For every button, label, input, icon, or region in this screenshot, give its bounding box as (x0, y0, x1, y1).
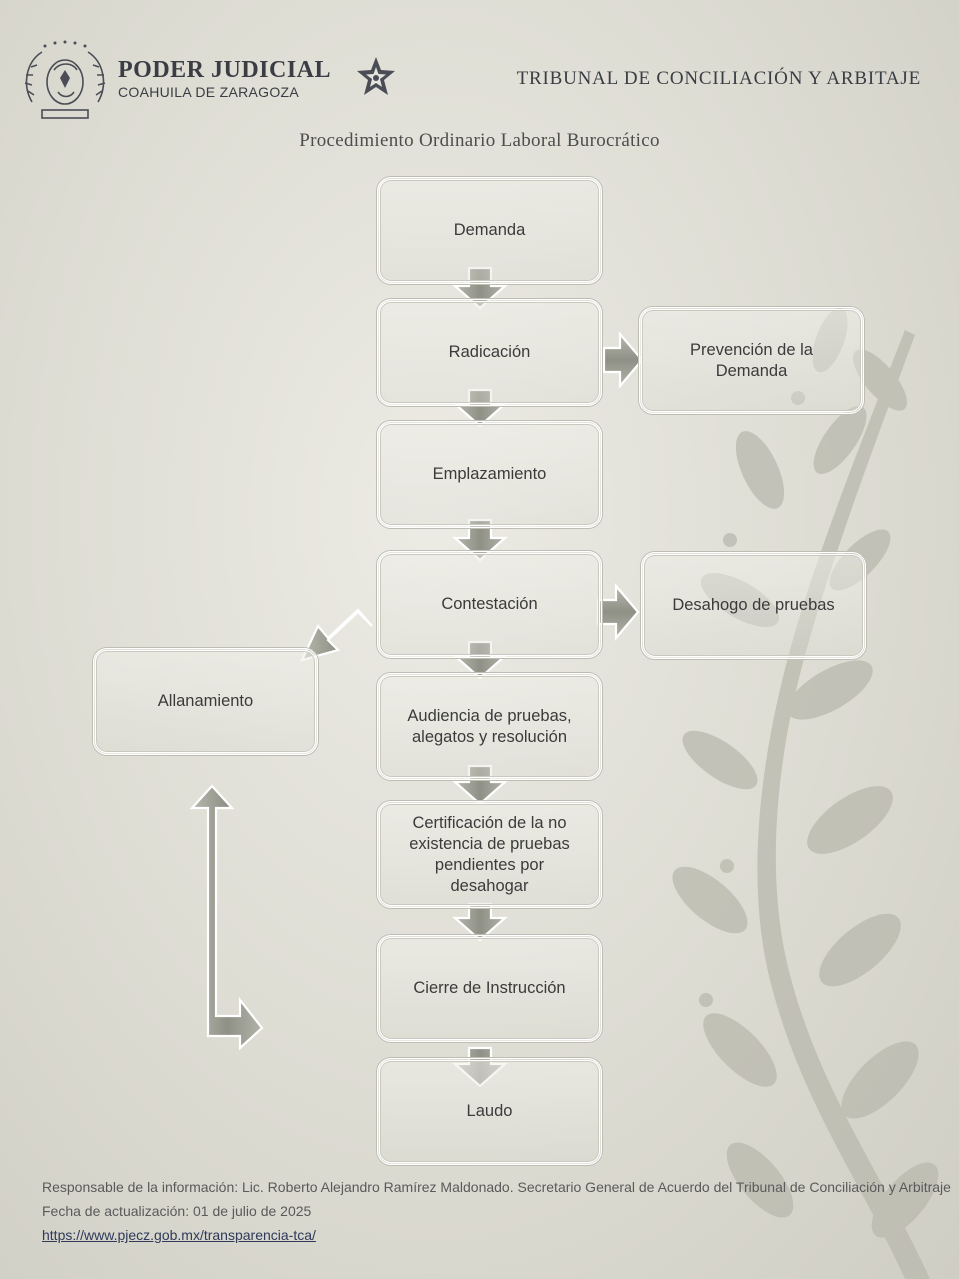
step-laudo: Laudo (377, 1058, 602, 1165)
footer-url-link[interactable]: https://www.pjecz.gob.mx/transparencia-t… (42, 1227, 316, 1243)
arrow-contestacion-desahogo (596, 582, 640, 642)
step-audiencia: Audiencia de pruebas, alegatos y resoluc… (377, 673, 602, 780)
step-prevencion: Prevención de la Demanda (639, 307, 864, 414)
step-radicacion: Radicación (377, 299, 602, 406)
step-certificacion-label: Certificación de la no existencia de pru… (409, 813, 570, 895)
step-desahogo-label: Desahogo de pruebas (672, 596, 835, 614)
step-cierre-instruccion-label: Cierre de Instrucción (413, 979, 566, 997)
arrow-allanamiento-cierre (189, 784, 264, 1051)
step-desahogo: Desahogo de pruebas (641, 552, 866, 659)
step-demanda: Demanda (377, 177, 602, 284)
coat-of-arms-seal-icon (24, 40, 106, 119)
brand-subtitle: COAHUILA DE ZARAGOZA (118, 84, 300, 100)
step-emplazamiento: Emplazamiento (377, 421, 602, 528)
step-allanamiento-label: Allanamiento (157, 692, 254, 710)
step-audiencia-label: Audiencia de pruebas, alegatos y resoluc… (407, 706, 572, 746)
brand-title: PODER JUDICIAL (118, 57, 332, 83)
footer-fecha: Fecha de actualización: 01 de julio de 2… (42, 1203, 312, 1219)
step-allanamiento: Allanamiento (93, 648, 318, 755)
arrow-radicacion-prevencion (602, 330, 644, 390)
document-title: Procedimiento Ordinario Laboral Burocrát… (299, 130, 660, 151)
tribunal-name: TRIBUNAL DE CONCILIACIÓN Y ARBITAJE (516, 68, 921, 89)
step-contestacion-label: Contestación (441, 595, 538, 613)
step-laudo-label: Laudo (466, 1102, 513, 1120)
step-contestacion: Contestación (377, 551, 602, 658)
step-demanda-label: Demanda (453, 221, 526, 239)
step-radicacion-label: Radicación (448, 343, 531, 361)
star-emblem-icon (357, 57, 395, 95)
step-prevencion-label: Prevención de la Demanda (690, 340, 813, 380)
step-cierre-instruccion: Cierre de Instrucción (377, 935, 602, 1042)
step-emplazamiento-label: Emplazamiento (432, 465, 547, 483)
step-certificacion: Certificación de la no existencia de pru… (377, 801, 602, 908)
footer: Responsable de la información: Lic. Robe… (42, 1175, 952, 1247)
footer-responsable: Responsable de la información: Lic. Robe… (42, 1179, 951, 1195)
